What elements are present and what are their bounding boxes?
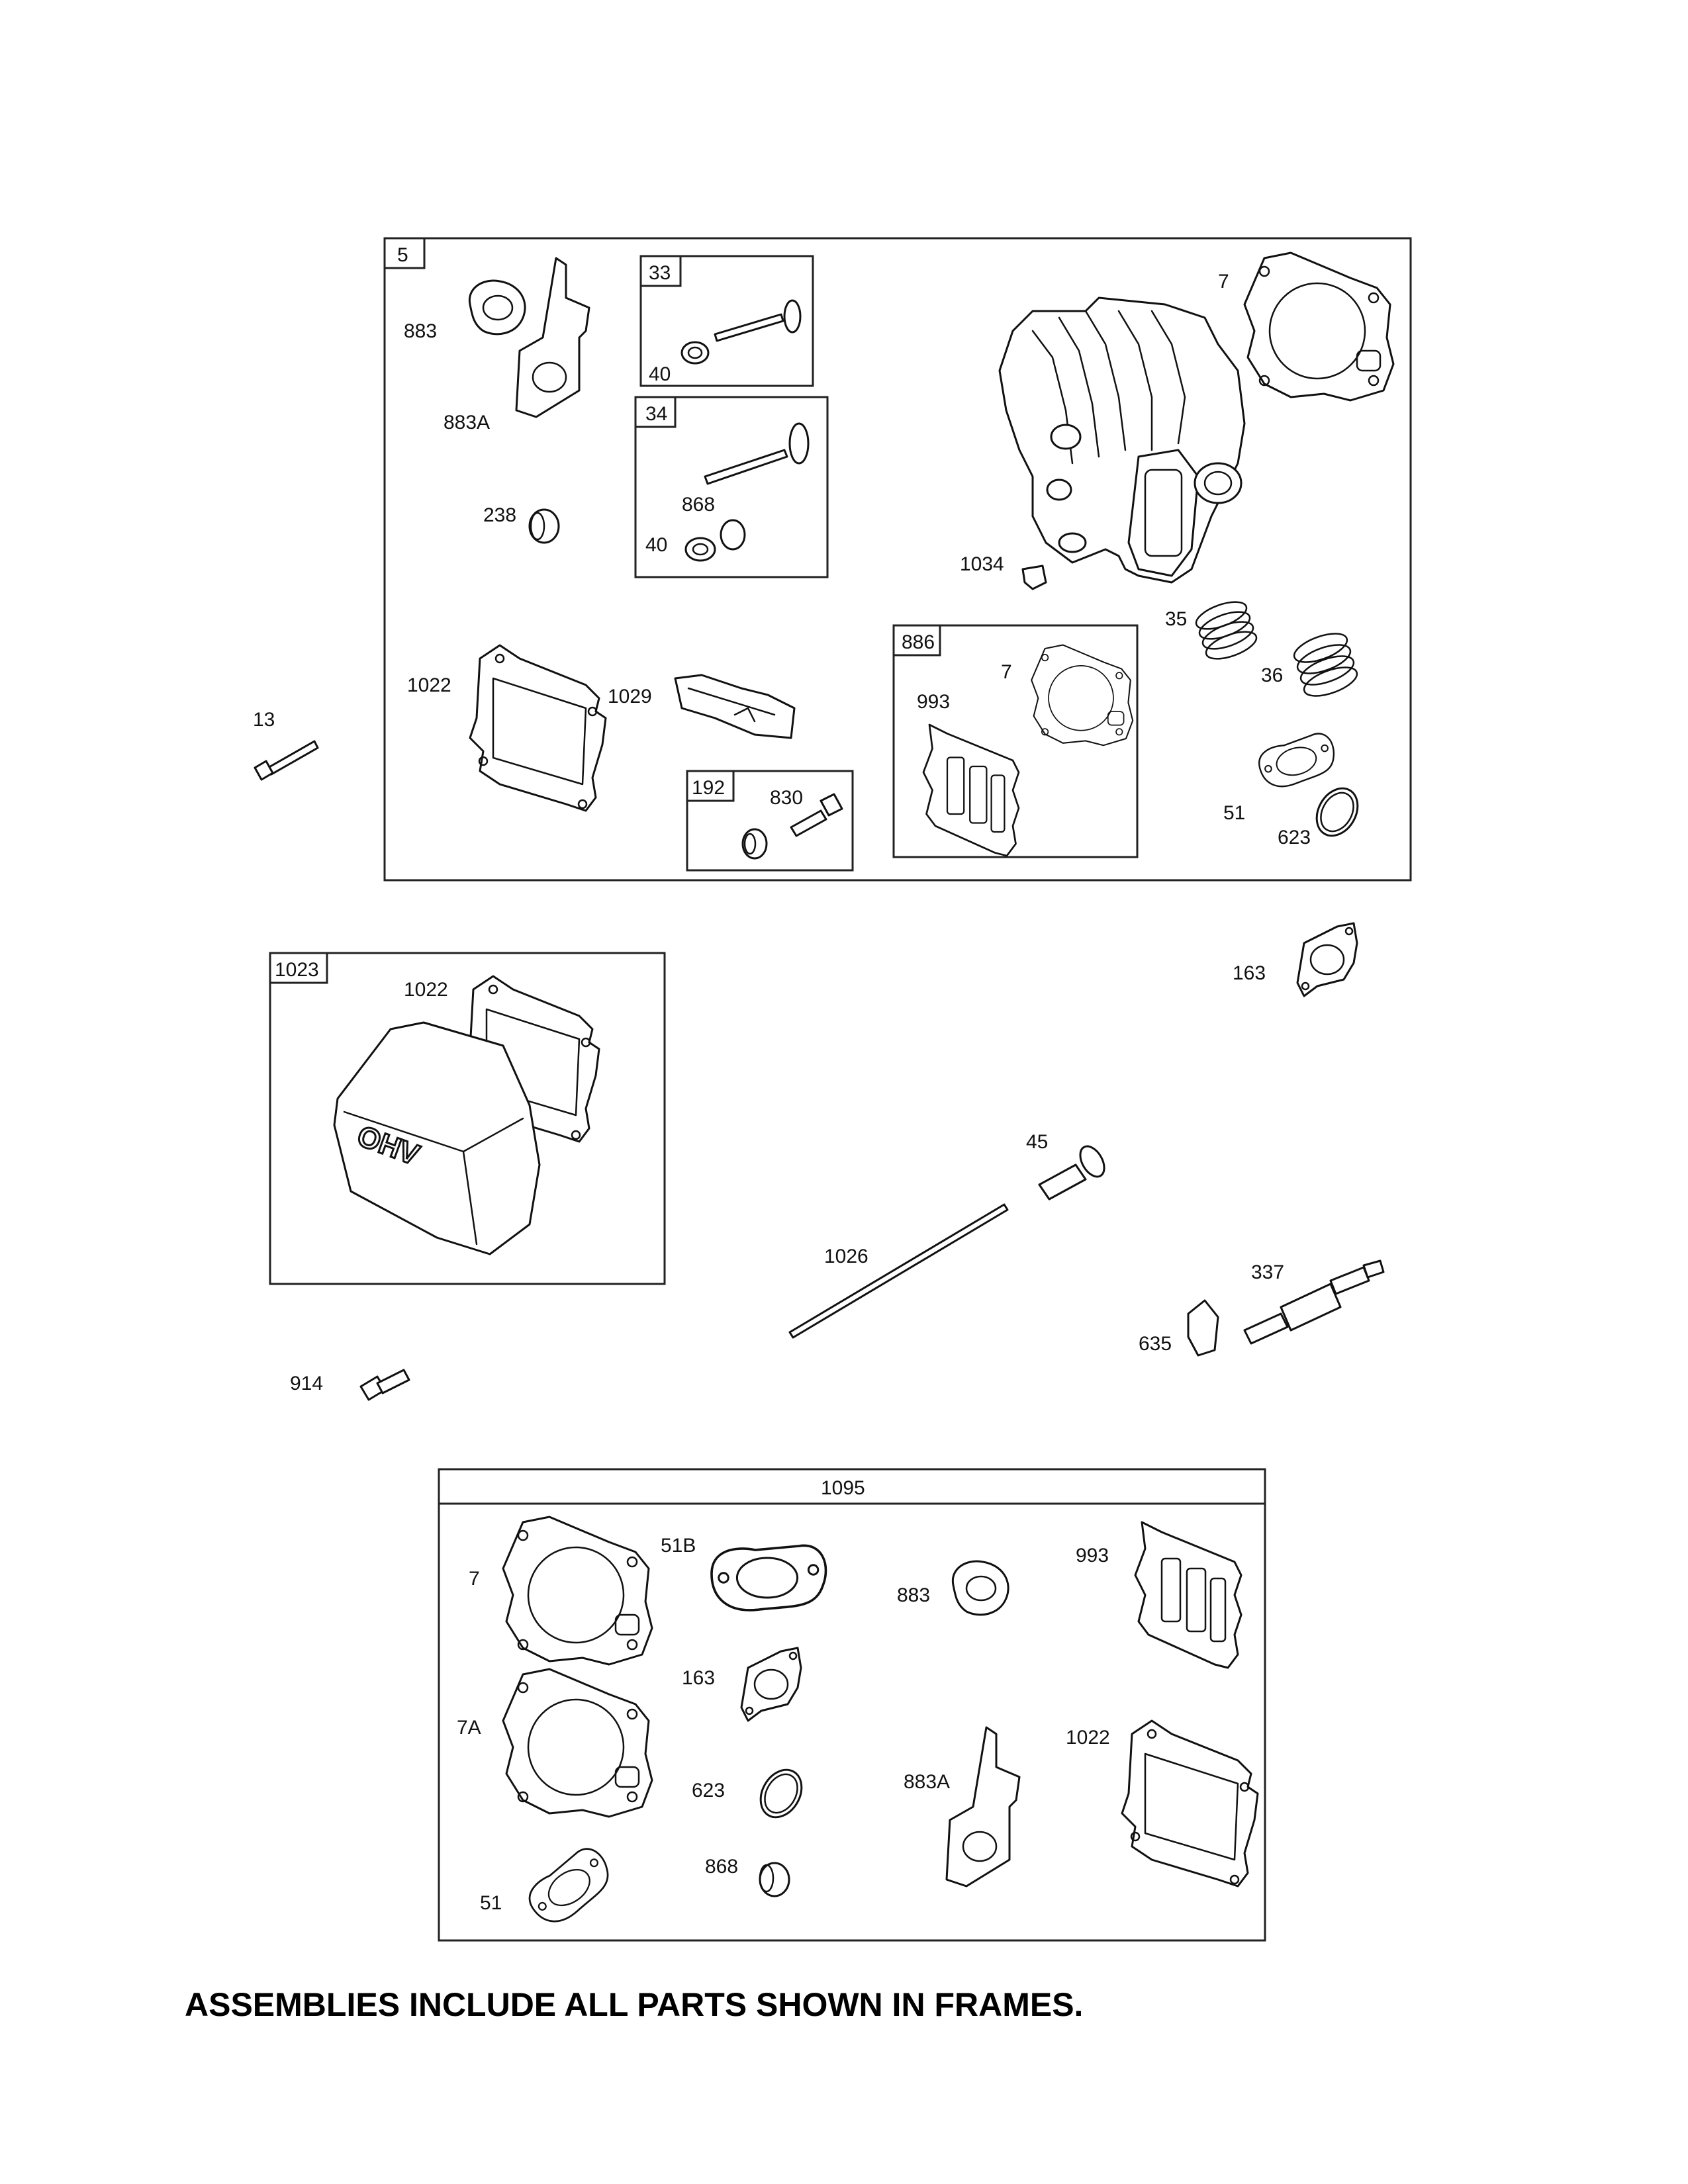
label-36: 36: [1261, 664, 1283, 686]
valve-spring-35: [1195, 601, 1258, 660]
kit-label-163: 163: [682, 1667, 715, 1689]
label-1023-1022: 1022: [404, 979, 448, 1001]
label-830: 830: [770, 787, 803, 809]
kit-label-51: 51: [480, 1892, 502, 1914]
valve-spring-36: [1293, 633, 1358, 697]
valve-seal-40-b: [684, 537, 716, 562]
spark-plug-boot-635: [1187, 1299, 1219, 1357]
frame-192-rocker-stud: 192 830: [686, 770, 854, 872]
kit-head-gasket-7a: [502, 1668, 653, 1818]
exhaust-ring-623: [1307, 780, 1367, 844]
push-rod-guide-1029: [674, 674, 796, 739]
kit-exhaust-gasket-51: [520, 1841, 620, 1933]
bolt-13: [254, 740, 319, 781]
label-1026: 1026: [824, 1246, 868, 1267]
screw-914: [359, 1369, 410, 1401]
label-238: 238: [483, 504, 516, 526]
kit-label-868: 868: [705, 1856, 738, 1878]
label-45: 45: [1026, 1131, 1048, 1153]
kit-plate-883a: [945, 1726, 1021, 1888]
label-1034: 1034: [960, 553, 1004, 575]
intake-valve-head: [783, 299, 802, 334]
label-40-b: 40: [645, 534, 667, 556]
frame-label-192: 192: [692, 777, 725, 799]
label-914: 914: [290, 1373, 323, 1394]
kit-label-51b: 51B: [661, 1535, 696, 1557]
kit-exhaust-gasket-51b: [710, 1544, 827, 1612]
frame-label-33: 33: [649, 262, 671, 284]
kit-spacer-883: [951, 1560, 1009, 1616]
frame-5-cylinder-head: 5 883 883A 238 33 40: [383, 237, 1412, 882]
frame-33-intake-valve: 33 40: [639, 255, 814, 387]
label-337: 337: [1251, 1261, 1284, 1283]
frame-34-exhaust-valve: 34 868 40: [634, 396, 829, 578]
label-635: 635: [1139, 1333, 1172, 1355]
head-gasket-7: [1243, 251, 1395, 402]
intake-valve-stem: [714, 313, 784, 342]
label-13: 13: [253, 709, 275, 731]
kit-head-gasket-7: [502, 1516, 653, 1666]
label-1029: 1029: [608, 686, 652, 707]
kit-label-7: 7: [469, 1568, 480, 1590]
kit-label-883: 883: [897, 1584, 930, 1606]
push-rod-1026: [788, 1203, 1009, 1339]
tappet-45: [1038, 1145, 1105, 1201]
valve-stem-seal-868: [720, 519, 746, 551]
kit-carb-gasket-163: [740, 1647, 802, 1722]
label-886-7: 7: [1001, 661, 1012, 683]
frame-label-1023: 1023: [275, 959, 319, 981]
rocker-cover-gasket-1022: [469, 644, 607, 812]
exhaust-valve-stem: [704, 449, 788, 485]
frame-1095-gasket-kit: 1095 7 7A 51B 883 993 163 623 883A 1022 …: [438, 1468, 1266, 1942]
frame-label-34: 34: [645, 403, 667, 425]
kit-label-993: 993: [1076, 1545, 1109, 1567]
kit-valve-seal-868: [759, 1862, 790, 1897]
kit-label-883a: 883A: [904, 1771, 950, 1793]
intake-plate-883a: [515, 257, 590, 418]
label-883: 883: [404, 320, 437, 342]
label-51: 51: [1223, 802, 1245, 824]
frame-label-5: 5: [397, 244, 408, 266]
frame-1023-rocker-cover: 1023 1022 OHV: [269, 952, 666, 1285]
head-gasket-886-7: [1031, 644, 1134, 747]
exhaust-gasket-51: [1254, 729, 1341, 793]
kit-label-623: 623: [692, 1780, 725, 1801]
label-993: 993: [917, 691, 950, 713]
plug-238: [528, 508, 560, 544]
label-868: 868: [682, 494, 715, 516]
clip-1034: [1021, 565, 1047, 590]
exhaust-valve-head: [788, 422, 810, 465]
kit-label-1022: 1022: [1066, 1727, 1110, 1749]
cylinder-head: [998, 296, 1246, 584]
frame-886-gasket-set: 886 7 993: [892, 624, 1139, 858]
kit-rocker-gasket-1022: [1121, 1719, 1259, 1888]
intake-gasket-993: [922, 723, 1020, 857]
assemblies-footnote: ASSEMBLIES INCLUDE ALL PARTS SHOWN IN FR…: [185, 1986, 1084, 2023]
spark-plug-337: [1243, 1259, 1385, 1345]
kit-intake-gasket-993: [1134, 1521, 1243, 1669]
carb-gasket-163: [1296, 922, 1358, 997]
rocker-cover: OHV: [333, 1021, 541, 1255]
label-40-a: 40: [649, 363, 671, 385]
kit-label-7a: 7A: [457, 1717, 481, 1739]
label-35: 35: [1165, 608, 1187, 630]
label-883a: 883A: [444, 412, 490, 433]
rocker-stud-830: [790, 793, 843, 837]
valve-seal-40: [680, 341, 710, 365]
frame-label-1095: 1095: [821, 1477, 865, 1499]
label-7: 7: [1218, 271, 1229, 293]
frame-label-886: 886: [902, 631, 935, 653]
intake-spacer-883: [468, 279, 526, 336]
label-1022: 1022: [407, 674, 451, 696]
label-623: 623: [1278, 827, 1311, 848]
rocker-nut: [741, 828, 768, 860]
kit-ring-623: [751, 1761, 811, 1826]
label-163: 163: [1233, 962, 1266, 984]
